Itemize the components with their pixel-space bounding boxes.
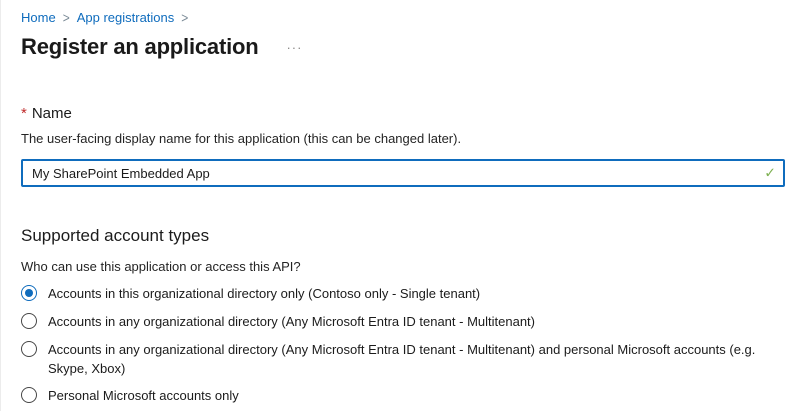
radio-option-label[interactable]: Accounts in any organizational directory… bbox=[48, 313, 535, 329]
radio-option-multitenant[interactable]: Accounts in any organizational directory… bbox=[21, 312, 785, 332]
account-types-radio-group: Accounts in this organizational director… bbox=[21, 284, 785, 406]
radio-button-icon[interactable] bbox=[21, 387, 37, 404]
name-input-wrapper: ✓ bbox=[21, 159, 785, 187]
name-input[interactable] bbox=[21, 159, 785, 187]
more-options-icon[interactable]: ··· bbox=[282, 39, 306, 56]
radio-button-icon[interactable] bbox=[21, 285, 37, 301]
name-field-label: *Name bbox=[21, 105, 785, 122]
breadcrumb-link-app-registrations[interactable]: App registrations bbox=[76, 10, 175, 25]
name-label-text: Name bbox=[31, 105, 72, 122]
chevron-right-icon: > bbox=[181, 9, 189, 26]
radio-option-label[interactable]: Accounts in this organizational director… bbox=[48, 286, 481, 301]
radio-option-single-tenant[interactable]: Accounts in this organizational director… bbox=[21, 284, 785, 304]
page-title: Register an application bbox=[21, 34, 259, 59]
chevron-right-icon: > bbox=[62, 9, 70, 26]
radio-button-icon[interactable] bbox=[21, 340, 37, 357]
breadcrumb: Home > App registrations > bbox=[21, 9, 785, 26]
radio-option-personal-only[interactable]: Personal Microsoft accounts only bbox=[21, 386, 785, 406]
supported-account-types-heading: Supported account types bbox=[21, 226, 210, 245]
title-row: Register an application ··· bbox=[21, 34, 785, 60]
radio-option-multitenant-personal[interactable]: Accounts in any organizational directory… bbox=[21, 340, 785, 379]
name-field-description: The user-facing display name for this ap… bbox=[21, 131, 462, 146]
radio-option-label[interactable]: Personal Microsoft accounts only bbox=[48, 388, 239, 404]
required-asterisk: * bbox=[21, 105, 27, 122]
account-types-question: Who can use this application or access t… bbox=[21, 259, 301, 274]
radio-option-label[interactable]: Accounts in any organizational directory… bbox=[48, 341, 756, 376]
radio-button-icon[interactable] bbox=[21, 312, 37, 329]
breadcrumb-link-home[interactable]: Home bbox=[21, 10, 56, 25]
